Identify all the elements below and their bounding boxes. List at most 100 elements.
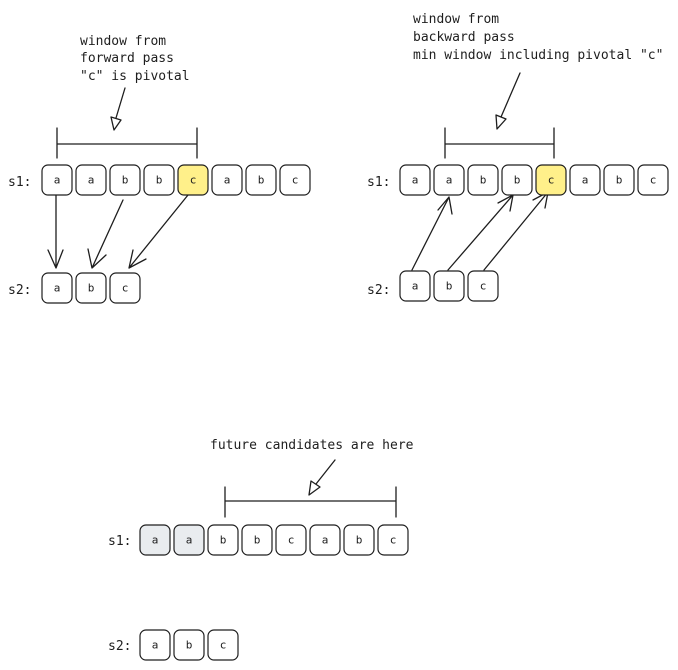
cell-char: a [322,534,329,547]
s2-cell: a [399,270,431,302]
cell-box [309,524,341,556]
s2-label: s2: [108,639,131,654]
cell-box [433,164,465,196]
window-bracket [56,127,198,159]
s1-cell: b [467,164,499,196]
mapping-arrows [47,194,189,269]
s1-cell-excluded: a [139,524,171,556]
s1-cell: b [109,164,141,196]
s1-label: s1: [8,175,31,190]
cell-char: b [616,174,623,187]
cell-box [41,164,73,196]
cell-char: a [152,639,159,652]
s2-cell: a [139,629,171,661]
note-line: backward pass [413,30,515,45]
s1-cell: b [245,164,277,196]
s1-cell: b [343,524,375,556]
s1-cell: a [399,164,431,196]
panel-forward-pass: window from forward pass "c" is pivotal … [8,34,311,304]
window-bracket [444,127,555,159]
s1-cell: a [211,164,243,196]
cell-char: b [254,534,261,547]
cell-box [637,164,669,196]
cell-char: b [480,174,487,187]
cell-char: a [54,282,61,295]
s1-cell: c [279,164,311,196]
mapping-arrows [411,191,549,271]
panel-backward-pass: window from backward pass min window inc… [367,12,669,302]
cell-box [399,270,431,302]
s1-cell: b [241,524,273,556]
s1-cell: c [637,164,669,196]
cell-char: a [224,174,231,187]
cell-char: c [292,174,299,187]
note-line: min window including pivotal "c" [413,48,663,63]
cell-char: a [412,174,419,187]
cell-box [173,629,205,661]
cell-char: b [356,534,363,547]
cell-char: a [152,534,159,547]
window-bracket [224,486,397,518]
s1-cell: a [569,164,601,196]
s1-cell-pivotal: c [177,164,209,196]
cell-char: b [88,282,95,295]
cell-box [173,524,205,556]
cell-box [501,164,533,196]
s1-cell-excluded: a [173,524,205,556]
cell-char: a [412,280,419,293]
s2-row: a b c [41,272,141,304]
cell-char: c [650,174,657,187]
cell-box [75,272,107,304]
note-line: future candidates are here [210,438,414,453]
cell-char: a [88,174,95,187]
cell-box [275,524,307,556]
cell-char: c [190,174,197,187]
s1-cell: b [501,164,533,196]
note-line: window from [413,12,499,27]
cell-box [279,164,311,196]
cell-box [207,629,239,661]
cell-box [177,164,209,196]
cell-char: b [514,174,521,187]
cell-char: c [480,280,487,293]
note-arrow [308,459,336,496]
cell-char: c [122,282,129,295]
note-line: forward pass [80,51,174,66]
cell-box [569,164,601,196]
s1-cell: b [143,164,175,196]
s2-cell: b [433,270,465,302]
s1-cell: a [41,164,73,196]
cell-box [75,164,107,196]
cell-char: b [122,174,129,187]
cell-char: b [220,534,227,547]
s1-cell: c [275,524,307,556]
cell-char: c [548,174,555,187]
note-line: window from [80,34,166,49]
s1-cell: a [75,164,107,196]
cell-box [433,270,465,302]
s1-label: s1: [108,534,131,549]
cell-box [377,524,409,556]
cell-box [207,524,239,556]
s1-cell: b [603,164,635,196]
cell-box [245,164,277,196]
cell-char: a [186,534,193,547]
cell-char: b [446,280,453,293]
s2-cell: c [109,272,141,304]
s2-cell: c [207,629,239,661]
cell-char: a [582,174,589,187]
s1-cell-pivotal: c [535,164,567,196]
s1-cell: b [207,524,239,556]
cell-char: b [258,174,265,187]
cell-char: a [446,174,453,187]
cell-box [139,629,171,661]
cell-box [467,270,499,302]
s1-cell: a [433,164,465,196]
cell-char: a [54,174,61,187]
s2-label: s2: [8,283,31,298]
panel-future-candidates: future candidates are here s1: s2: a a b b c… [108,438,414,661]
